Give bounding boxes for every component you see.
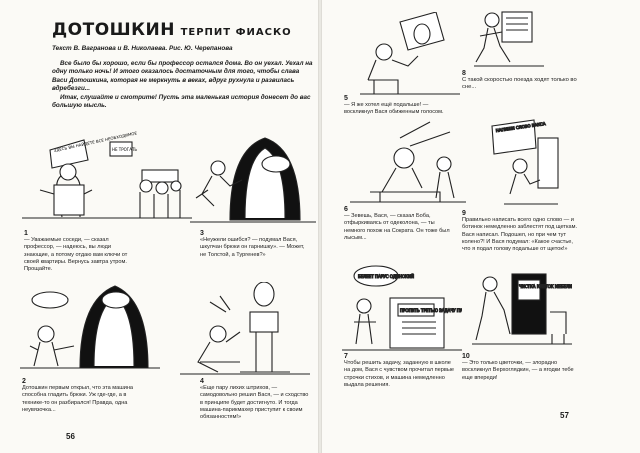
panel-number: 3 [200, 230, 204, 237]
cartoon-furniture-machine: ЧИСТКА КЛЕТОК МЕБЕЛИ [472, 273, 572, 345]
comic-panel-8 [474, 6, 544, 71]
cartoon-iron-machine [190, 137, 316, 223]
panel-number: 7 [344, 353, 348, 360]
comic-panel-7: БЕЛЕЕТ ПАРУС ОДИНОКИЙ ПРОПИТЬ ТРЕТЬЮ ЗАД… [342, 262, 462, 352]
cartoon-boot-polisher: НАПИШИ СЛОВО ВАКСА [491, 119, 559, 205]
panel-caption-5: 5 — Я же хотел ещё подальше! — воскликну… [344, 95, 444, 117]
left-page: ДОТОШКИН ТЕРПИТ ФИАСКО Текст В. Вагранов… [0, 0, 318, 453]
comic-panel-2 [20, 280, 160, 370]
title-main: ДОТОШКИН [52, 20, 175, 40]
comic-panel-10: ЧИСТКА КЛЕТОК МЕБЕЛИ [472, 262, 572, 347]
book-gutter [318, 0, 322, 453]
panel-caption-4: 4 «Еще пару лихих штрихов, — самодовольн… [200, 378, 312, 421]
caption-text: — Это только цветочки, — злорадно воскли… [462, 360, 574, 381]
caption-text: «Неужели ошибся? — подумал Вася, шкулчан… [200, 237, 305, 258]
panel-number: 2 [22, 378, 26, 385]
caption-text: Чтобы решить задачу, заданную в школе на… [344, 360, 455, 388]
panel-number: 10 [462, 353, 470, 360]
cartoon-boy-jump [474, 11, 544, 67]
bubble-10-text: ЧИСТКА КЛЕТОК МЕБЕЛИ [519, 284, 572, 289]
right-page: 5 — Я же хотел ещё подальше! — воскликну… [322, 0, 640, 453]
panel-caption-1: 1 — Уважаемые соседи, — сказал профессор… [24, 230, 136, 273]
bubble-7b-text: ПРОПИТЬ ТРЕТЬЮ ЗАДАЧУ ПУШКИНА [400, 308, 462, 313]
panel-caption-8: 8 С такой скоростью поезда ходят только … [462, 70, 580, 92]
cartoon-barber-machine [180, 282, 310, 375]
panel-caption-7: 7 Чтобы решить задачу, заданную в школе … [344, 353, 456, 389]
panel-caption-10: 10 — Это только цветочки, — злорадно вос… [462, 353, 580, 382]
comic-panel-3 [190, 130, 316, 225]
title-sub: ТЕРПИТ ФИАСКО [180, 27, 292, 38]
panel-number: 5 [344, 95, 348, 102]
article-title: ДОТОШКИН ТЕРПИТ ФИАСКО [52, 20, 312, 42]
page-number-left: 56 [66, 432, 75, 441]
intro-text: Все было бы хорошо, если бы профессор ос… [52, 60, 314, 110]
page-number-right: 57 [560, 411, 569, 420]
caption-text: С такой скоростью поезда ходят только во… [462, 77, 577, 91]
intro-paragraph: Итак, слушайте и смотрите! Пусть эта мал… [52, 93, 311, 110]
comic-panel-6 [340, 118, 470, 208]
panel-number: 6 [344, 206, 348, 213]
panel-number: 4 [200, 378, 204, 385]
comic-panel-5 [340, 12, 470, 97]
article-credits: Текст В. Вагранова и В. Николаева. Рис. … [52, 45, 233, 52]
comic-panel-9: НАПИШИ СЛОВО ВАКСА [490, 118, 560, 208]
caption-text: — Уважаемые соседи, — сказал профессор, … [24, 237, 128, 273]
cartoon-homework-machine: БЕЛЕЕТ ПАРУС ОДИНОКИЙ ПРОПИТЬ ТРЕТЬЮ ЗАД… [342, 265, 462, 351]
sign-no-touch: НЕ ТРОГАТЬ [112, 147, 137, 152]
cartoon-vasya-chair [360, 12, 460, 95]
cartoon-professor-neighbors: ЗДЕСЬ ВЫ НАЙДЕТЕ ВСЕ НЕОБХОДИМОЕ НЕ ТРОГ… [22, 130, 192, 219]
panel-caption-2: 2 Дотошкин первым открыл, что эта машина… [22, 378, 134, 414]
panel-number: 8 [462, 70, 466, 77]
cartoon-shaving-machine [350, 121, 466, 203]
caption-text: Правильно написать всего одно слово — и … [462, 217, 578, 253]
caption-text: — Зевешь, Вася, — сказал Боба, отфыркива… [344, 213, 450, 241]
comic-panel-4 [180, 282, 310, 377]
panel-number: 1 [24, 230, 28, 237]
caption-text: Дотошкин первым открыл, что эта машина с… [22, 385, 134, 413]
caption-text: «Еще пару лихих штрихов, — самодовольно … [200, 385, 309, 421]
panel-number: 9 [462, 210, 466, 217]
cartoon-iron-pants [20, 285, 160, 369]
panel-caption-9: 9 Правильно написать всего одно слово — … [462, 210, 582, 253]
panel-caption-3: 3 «Неужели ошибся? — подумал Вася, шкулч… [200, 230, 312, 259]
panel-caption-6: 6 — Зевешь, Вася, — сказал Боба, отфырки… [344, 206, 452, 242]
caption-text: — Я же хотел ещё подальше! — воскликнул … [344, 102, 444, 116]
bubble-7a-text: БЕЛЕЕТ ПАРУС ОДИНОКИЙ [358, 274, 414, 279]
intro-paragraph: Все было бы хорошо, если бы профессор ос… [52, 60, 313, 93]
comic-panel-1: ЗДЕСЬ ВЫ НАЙДЕТЕ ВСЕ НЕОБХОДИМОЕ НЕ ТРОГ… [22, 130, 192, 220]
